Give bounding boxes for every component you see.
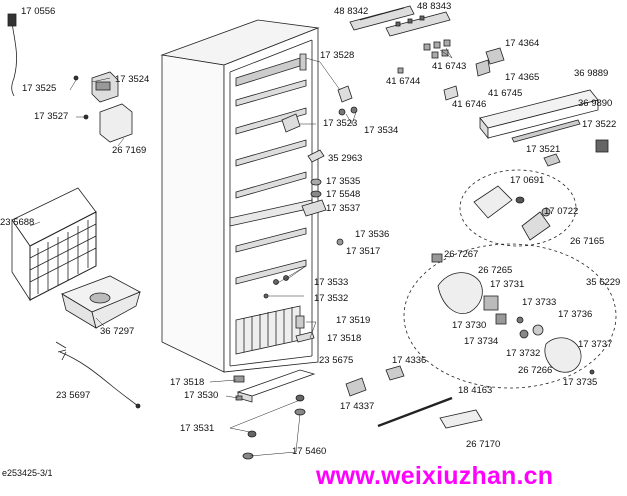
panel-strip-369890 [511, 119, 581, 143]
label-174365: 17 4365 [505, 72, 540, 83]
knobs-416743 [397, 39, 451, 74]
label-173530: 17 3530 [184, 390, 219, 401]
hinge-173528 [299, 53, 353, 103]
label-174364: 17 4364 [505, 38, 540, 49]
grille-267170 [439, 409, 483, 429]
fan-motor-173731 [483, 295, 544, 339]
label-356229: 35 6229 [586, 277, 621, 288]
label-488342: 48 8342 [334, 6, 369, 17]
foot-173519 [295, 315, 315, 343]
label-173737: 17 3737 [578, 339, 613, 350]
label-173525: 17 3525 [22, 83, 57, 94]
label-369889: 36 9889 [574, 68, 609, 79]
label-267267: 26 7267 [444, 249, 479, 260]
fan-cover-267265 [431, 253, 483, 314]
fan-housing-267266 [544, 337, 595, 375]
power-cord-170556 [7, 13, 17, 97]
label-170556: 17 0556 [21, 6, 56, 17]
document-id: e253425-3/1 [2, 468, 53, 478]
label-173733: 17 3733 [522, 297, 557, 308]
feet-173536 [336, 238, 344, 246]
label-173531: 17 3531 [180, 423, 215, 434]
label-173533: 17 3533 [314, 277, 349, 288]
switch-174364 [475, 47, 505, 77]
clip-174337 [345, 377, 367, 397]
bracket-173523 [281, 113, 301, 133]
label-173535: 17 3535 [326, 176, 361, 187]
label-173536: 17 3536 [355, 229, 390, 240]
label-174336: 17 4336 [392, 355, 427, 366]
watermark-url: www.weixiuzhan.cn [316, 462, 554, 490]
label-173532: 17 3532 [314, 293, 349, 304]
label-173522: 17 3522 [582, 119, 617, 130]
label-173732: 17 3732 [506, 348, 541, 359]
label-173521: 17 3521 [526, 144, 561, 155]
label-184163: 18 4163 [458, 385, 493, 396]
leader-lines [29, 47, 453, 457]
screw-173534 [338, 106, 358, 116]
label-173730: 17 3730 [452, 320, 487, 331]
label-173731: 17 3731 [490, 279, 525, 290]
feet-173531 [242, 394, 306, 460]
label-173524: 17 3524 [115, 74, 150, 85]
label-173518-upper: 17 3518 [327, 333, 362, 344]
label-173534: 17 3534 [364, 125, 399, 136]
label-173523: 17 3523 [323, 118, 358, 129]
label-175460: 17 5460 [292, 446, 327, 457]
label-173519: 17 3519 [336, 315, 371, 326]
label-267165: 26 7165 [570, 236, 605, 247]
part-352963 [307, 149, 325, 163]
label-173736: 17 3736 [558, 309, 593, 320]
label-369890: 36 9890 [578, 98, 613, 109]
label-416746: 41 6746 [452, 99, 487, 110]
thermostat-488342 [349, 5, 415, 31]
label-416745: 41 6745 [488, 88, 523, 99]
label-235688: 23 5688 [0, 217, 35, 228]
label-173528: 17 3528 [320, 50, 355, 61]
lamp-group-outline [459, 169, 577, 247]
thermostat-488343 [385, 11, 451, 37]
cap-173521 [543, 153, 561, 167]
label-170691: 17 0691 [510, 175, 545, 186]
control-box-173524 [73, 71, 119, 103]
label-173518-lower: 17 3518 [170, 377, 205, 388]
fan-group-outline [403, 243, 617, 389]
label-173734: 17 3734 [464, 336, 499, 347]
label-174337: 17 4337 [340, 401, 375, 412]
label-173527: 17 3527 [34, 111, 69, 122]
relay-box-267169 [83, 103, 133, 143]
drip-tray-367297 [61, 275, 141, 329]
label-173735: 17 3735 [563, 377, 598, 388]
label-416743: 41 6743 [432, 61, 467, 72]
label-235675: 23 5675 [319, 355, 354, 366]
rod-184163 [377, 396, 453, 428]
label-267170: 26 7170 [466, 439, 501, 450]
washers-173535 [310, 178, 322, 198]
label-175548: 17 5548 [326, 189, 361, 200]
fridge-cabinet [160, 19, 320, 373]
label-170722: 17 0722 [544, 206, 579, 217]
label-173537: 17 3537 [326, 203, 361, 214]
label-267265: 26 7265 [478, 265, 513, 276]
wire-harness-235697 [55, 341, 141, 409]
knob-173522 [595, 139, 609, 153]
label-488343: 48 8343 [417, 1, 452, 12]
label-367297: 36 7297 [100, 326, 135, 337]
kick-plate-235675 [233, 369, 316, 403]
condenser-235688 [11, 187, 97, 302]
control-panel-369889 [479, 89, 599, 140]
label-267169: 26 7169 [112, 145, 147, 156]
clip-174336 [385, 365, 405, 381]
label-352963: 35 2963 [328, 153, 363, 164]
lamp-cover-267165 [473, 185, 551, 241]
label-267266: 26 7266 [518, 365, 553, 376]
hinge-173537 [301, 199, 327, 217]
label-416744: 41 6744 [386, 76, 421, 87]
label-173517: 17 3517 [346, 246, 381, 257]
label-235697: 23 5697 [56, 390, 91, 401]
lamp-holder-416745 [443, 85, 459, 101]
